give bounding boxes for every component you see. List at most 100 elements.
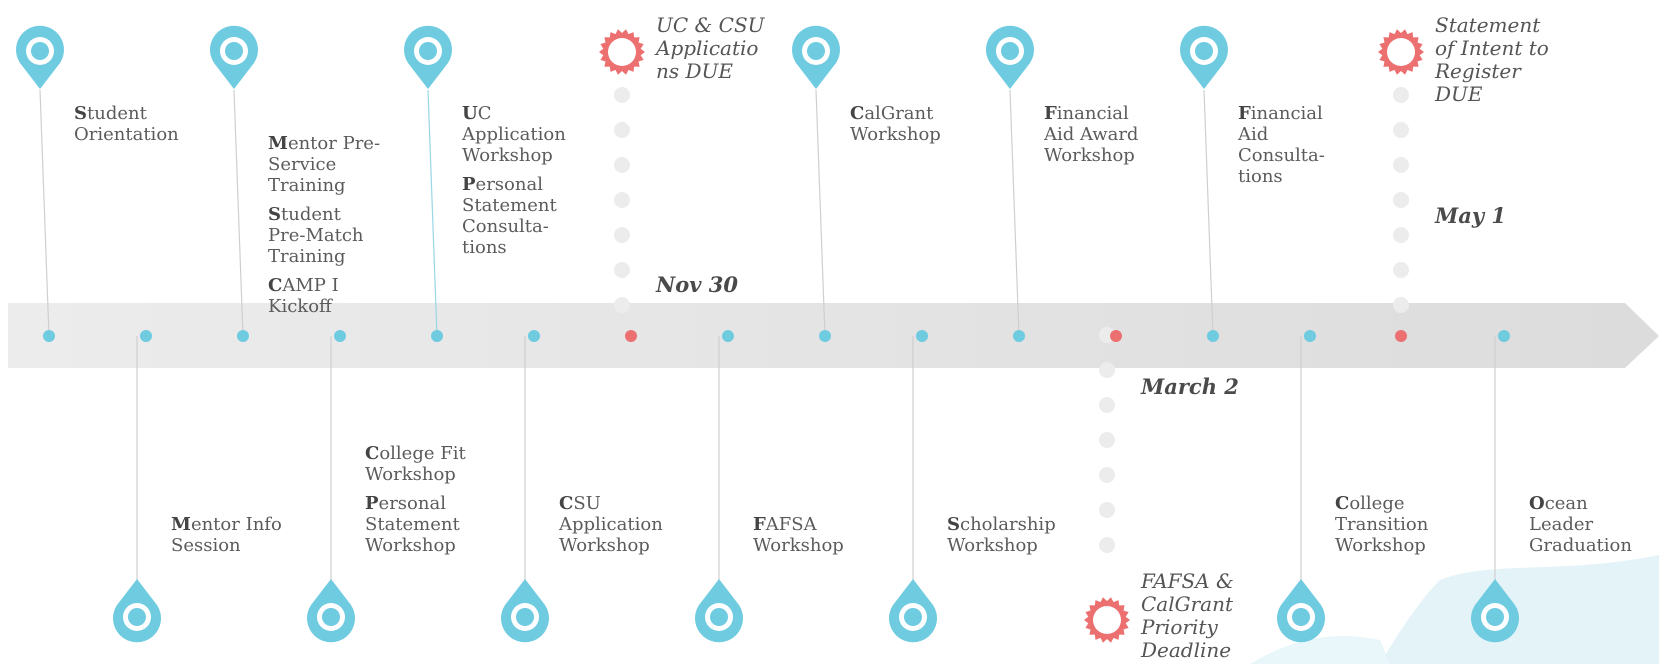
- event-text: ollege: [1349, 493, 1405, 514]
- event-line: Financial: [1238, 103, 1325, 124]
- event-line: Aid: [1238, 124, 1325, 145]
- event-line: Student: [268, 204, 364, 225]
- event-text: entor Pre-: [287, 133, 381, 154]
- deadline-line: ns DUE: [656, 59, 733, 83]
- event-text: tions: [1238, 166, 1283, 187]
- deadline-burst-icon: [1084, 597, 1130, 643]
- dotted-trail: [614, 87, 630, 103]
- event-line: Kickoff: [268, 296, 339, 317]
- event-text: inancial: [1250, 103, 1323, 124]
- event-text: tudent: [281, 204, 341, 225]
- event-line: CSU: [559, 493, 663, 514]
- connector-line: [427, 89, 438, 337]
- dotted-trail: [1099, 502, 1115, 518]
- event-line: Service: [268, 154, 380, 175]
- event-line: CalGrant: [850, 103, 941, 124]
- event-text: Application: [559, 514, 663, 535]
- event-text: Pre-Match: [268, 225, 364, 246]
- event-line: tions: [462, 237, 557, 258]
- timeline-dot: [431, 330, 443, 342]
- location-pin-icon: [210, 25, 258, 90]
- event-line: Workshop: [559, 535, 663, 556]
- dotted-trail: [1393, 192, 1409, 208]
- event-text: C: [477, 103, 492, 124]
- timeline-dot: [528, 330, 540, 342]
- connector-line: [815, 89, 826, 337]
- timeline-dot: [334, 330, 346, 342]
- location-pin-icon: [307, 579, 355, 643]
- connector-line: [1009, 89, 1020, 337]
- event-line: CAMP I: [268, 275, 339, 296]
- event-line: Student: [74, 103, 179, 124]
- event-text: Workshop: [1335, 535, 1426, 556]
- event-line: College: [1335, 493, 1428, 514]
- location-pin-icon: [986, 25, 1034, 90]
- event-text: Consulta-: [462, 216, 549, 237]
- location-pin-icon: [16, 25, 65, 90]
- timeline-dot: [43, 330, 55, 342]
- dotted-trail: [614, 157, 630, 173]
- location-pin-icon: [1470, 579, 1520, 643]
- dotted-trail: [1393, 157, 1409, 173]
- event-line: Workshop: [365, 464, 466, 485]
- event-text: Session: [171, 535, 241, 556]
- timeline-dot: [1110, 330, 1122, 342]
- event-text: Workshop: [1044, 145, 1135, 166]
- event-line: UC: [462, 103, 566, 124]
- location-pin-icon: [113, 579, 161, 643]
- event-text: SU: [573, 493, 601, 514]
- timeline-dot: [140, 330, 152, 342]
- dotted-trail: [614, 227, 630, 243]
- event-text: Training: [268, 246, 346, 267]
- event-initial: C: [268, 275, 283, 296]
- event-line: Personal: [462, 174, 557, 195]
- event-line: Workshop: [462, 145, 566, 166]
- event-line: Mentor Info: [171, 514, 282, 535]
- event-text: cholarship: [960, 514, 1056, 535]
- event-text: alGrant: [864, 103, 934, 124]
- event-text: inancial: [1056, 103, 1129, 124]
- event-line: Pre-Match: [268, 225, 364, 246]
- deadline-line: Statement: [1435, 13, 1541, 37]
- event-line: Graduation: [1529, 535, 1632, 556]
- dotted-trail: [614, 297, 630, 313]
- dotted-trail: [614, 122, 630, 138]
- deadline-burst-icon: [599, 29, 645, 75]
- deadline-line: of Intent to: [1435, 36, 1549, 60]
- deadline-line: Priority: [1141, 615, 1218, 639]
- timeline-dot: [625, 330, 637, 342]
- deadline-date: March 2: [1141, 374, 1239, 399]
- event-initial: C: [850, 103, 865, 124]
- location-pin-icon: [1277, 579, 1325, 643]
- dotted-trail: [1393, 297, 1409, 313]
- deadline-date: May 1: [1435, 203, 1506, 228]
- timeline-dot: [1207, 330, 1219, 342]
- event-text: AMP I: [282, 275, 339, 296]
- event-text: cean: [1544, 493, 1588, 514]
- event-line: Statement: [365, 514, 460, 535]
- dotted-trail: [1393, 122, 1409, 138]
- dotted-trail: [1099, 467, 1115, 483]
- event-initial: S: [947, 514, 960, 535]
- event-initial: U: [462, 103, 478, 124]
- location-pin-icon: [404, 25, 452, 90]
- timeline-dot: [916, 330, 928, 342]
- timeline-dot: [237, 330, 249, 342]
- event-initial: P: [462, 174, 476, 195]
- event-line: Workshop: [753, 535, 844, 556]
- event-line: Leader: [1529, 514, 1632, 535]
